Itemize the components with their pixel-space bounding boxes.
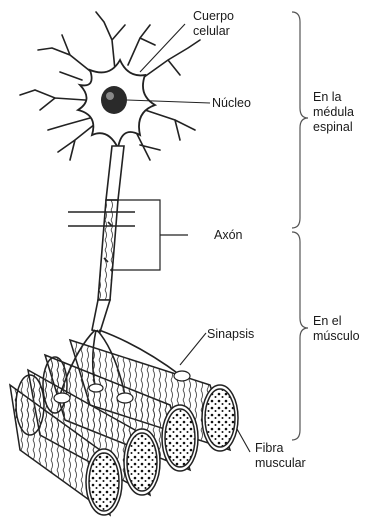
label-muscle-fiber: Fibra muscular (255, 441, 306, 471)
label-nucleus: Núcleo (212, 96, 251, 111)
nucleolus (106, 92, 114, 100)
axon-shape (92, 146, 124, 332)
label-axon: Axón (214, 228, 243, 243)
axon-bracket (110, 200, 188, 270)
label-spinal-cord: En la médula espinal (313, 90, 354, 135)
nucleus-shape (101, 86, 127, 114)
region-braces (292, 12, 308, 440)
label-synapse: Sinapsis (207, 327, 254, 342)
label-cell-body: Cuerpo celular (193, 9, 234, 39)
muscle-brace (292, 232, 308, 440)
muscle-fibers (10, 340, 238, 515)
axon-break-marks (68, 212, 135, 226)
spinal-cord-brace (292, 12, 308, 228)
label-muscle: En el músculo (313, 314, 360, 344)
